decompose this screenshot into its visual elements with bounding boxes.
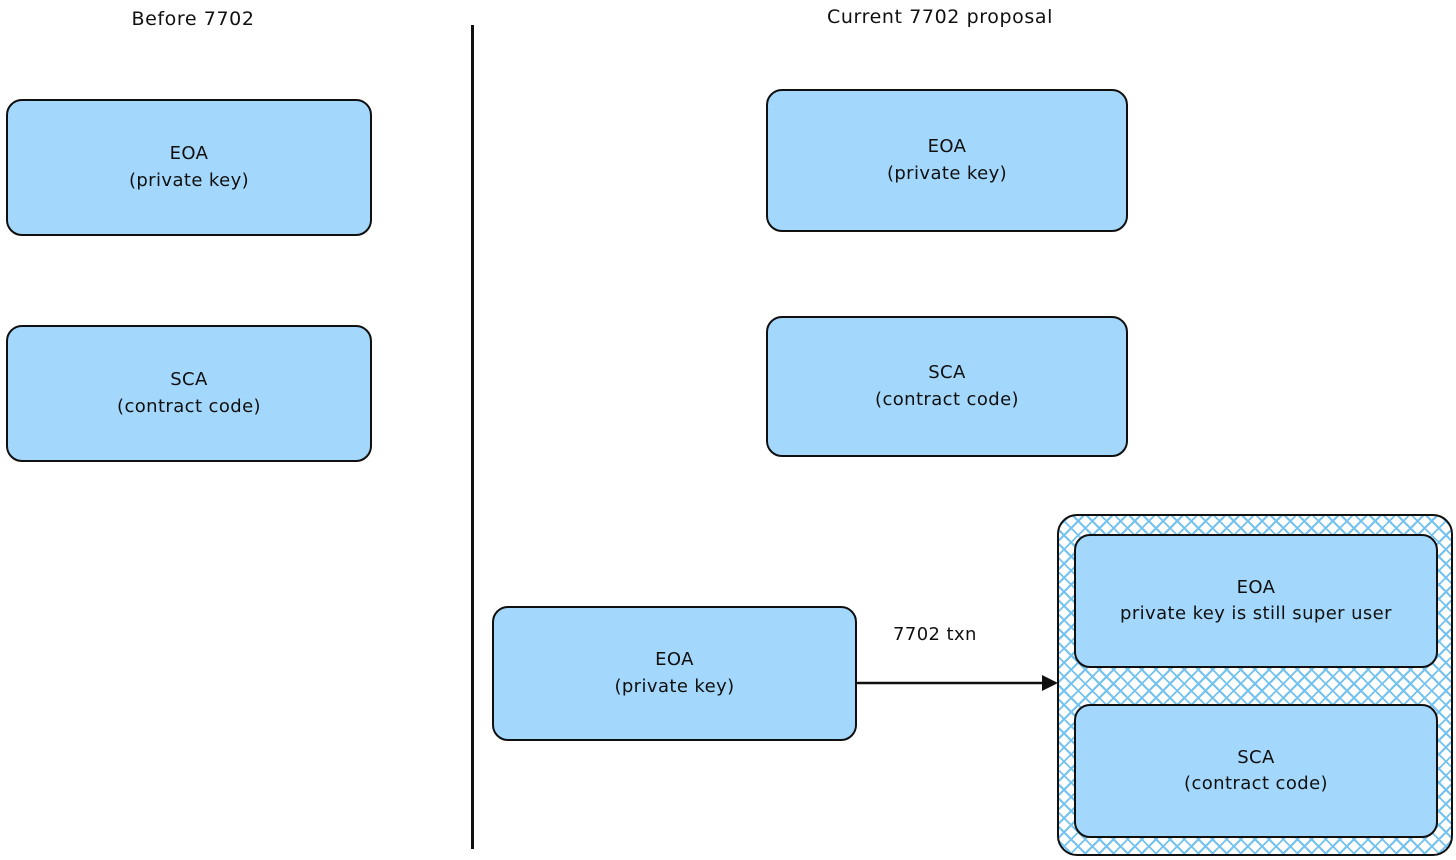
left-panel-title: Before 7702	[131, 8, 255, 30]
node-eoa-source-line1: EOA	[655, 649, 694, 671]
node-sca-after-line2: (contract code)	[875, 388, 1019, 410]
node-sca-before: SCA (contract code)	[6, 325, 372, 462]
node-sca-delegated-line2: (contract code)	[1184, 773, 1328, 794]
node-eoa-after: EOA (private key)	[766, 89, 1128, 232]
node-eoa-source-line2: (private key)	[614, 675, 735, 697]
node-eoa-source: EOA (private key)	[492, 606, 857, 741]
node-eoa-delegated-line2: private key is still super user	[1120, 603, 1392, 624]
node-eoa-before-line1: EOA	[169, 143, 209, 165]
node-sca-after: SCA (contract code)	[766, 316, 1128, 457]
node-eoa-before: EOA (private key)	[6, 99, 372, 236]
node-eoa-after-line2: (private key)	[886, 162, 1008, 184]
right-panel-title: Current 7702 proposal	[827, 6, 1053, 28]
panel-divider	[471, 25, 474, 849]
node-sca-delegated-line1: SCA	[1237, 746, 1275, 768]
arrow-7702-txn	[856, 666, 1060, 704]
node-sca-before-line2: (contract code)	[117, 395, 261, 417]
arrow-7702-txn-glyph	[856, 675, 1058, 691]
node-sca-delegated: SCA (contract code)	[1074, 704, 1438, 838]
node-eoa-delegated: EOA private key is still super user	[1074, 534, 1438, 668]
node-sca-before-line1: SCA	[170, 369, 208, 391]
node-eoa-before-line2: (private key)	[128, 169, 250, 191]
arrow-label-7702-txn: 7702 txn	[893, 624, 977, 645]
delegated-account-container: EOA private key is still super user SCA …	[1057, 514, 1453, 856]
node-eoa-delegated-line1: EOA	[1236, 576, 1276, 598]
node-eoa-after-line1: EOA	[927, 136, 967, 158]
node-sca-after-line1: SCA	[928, 362, 966, 384]
